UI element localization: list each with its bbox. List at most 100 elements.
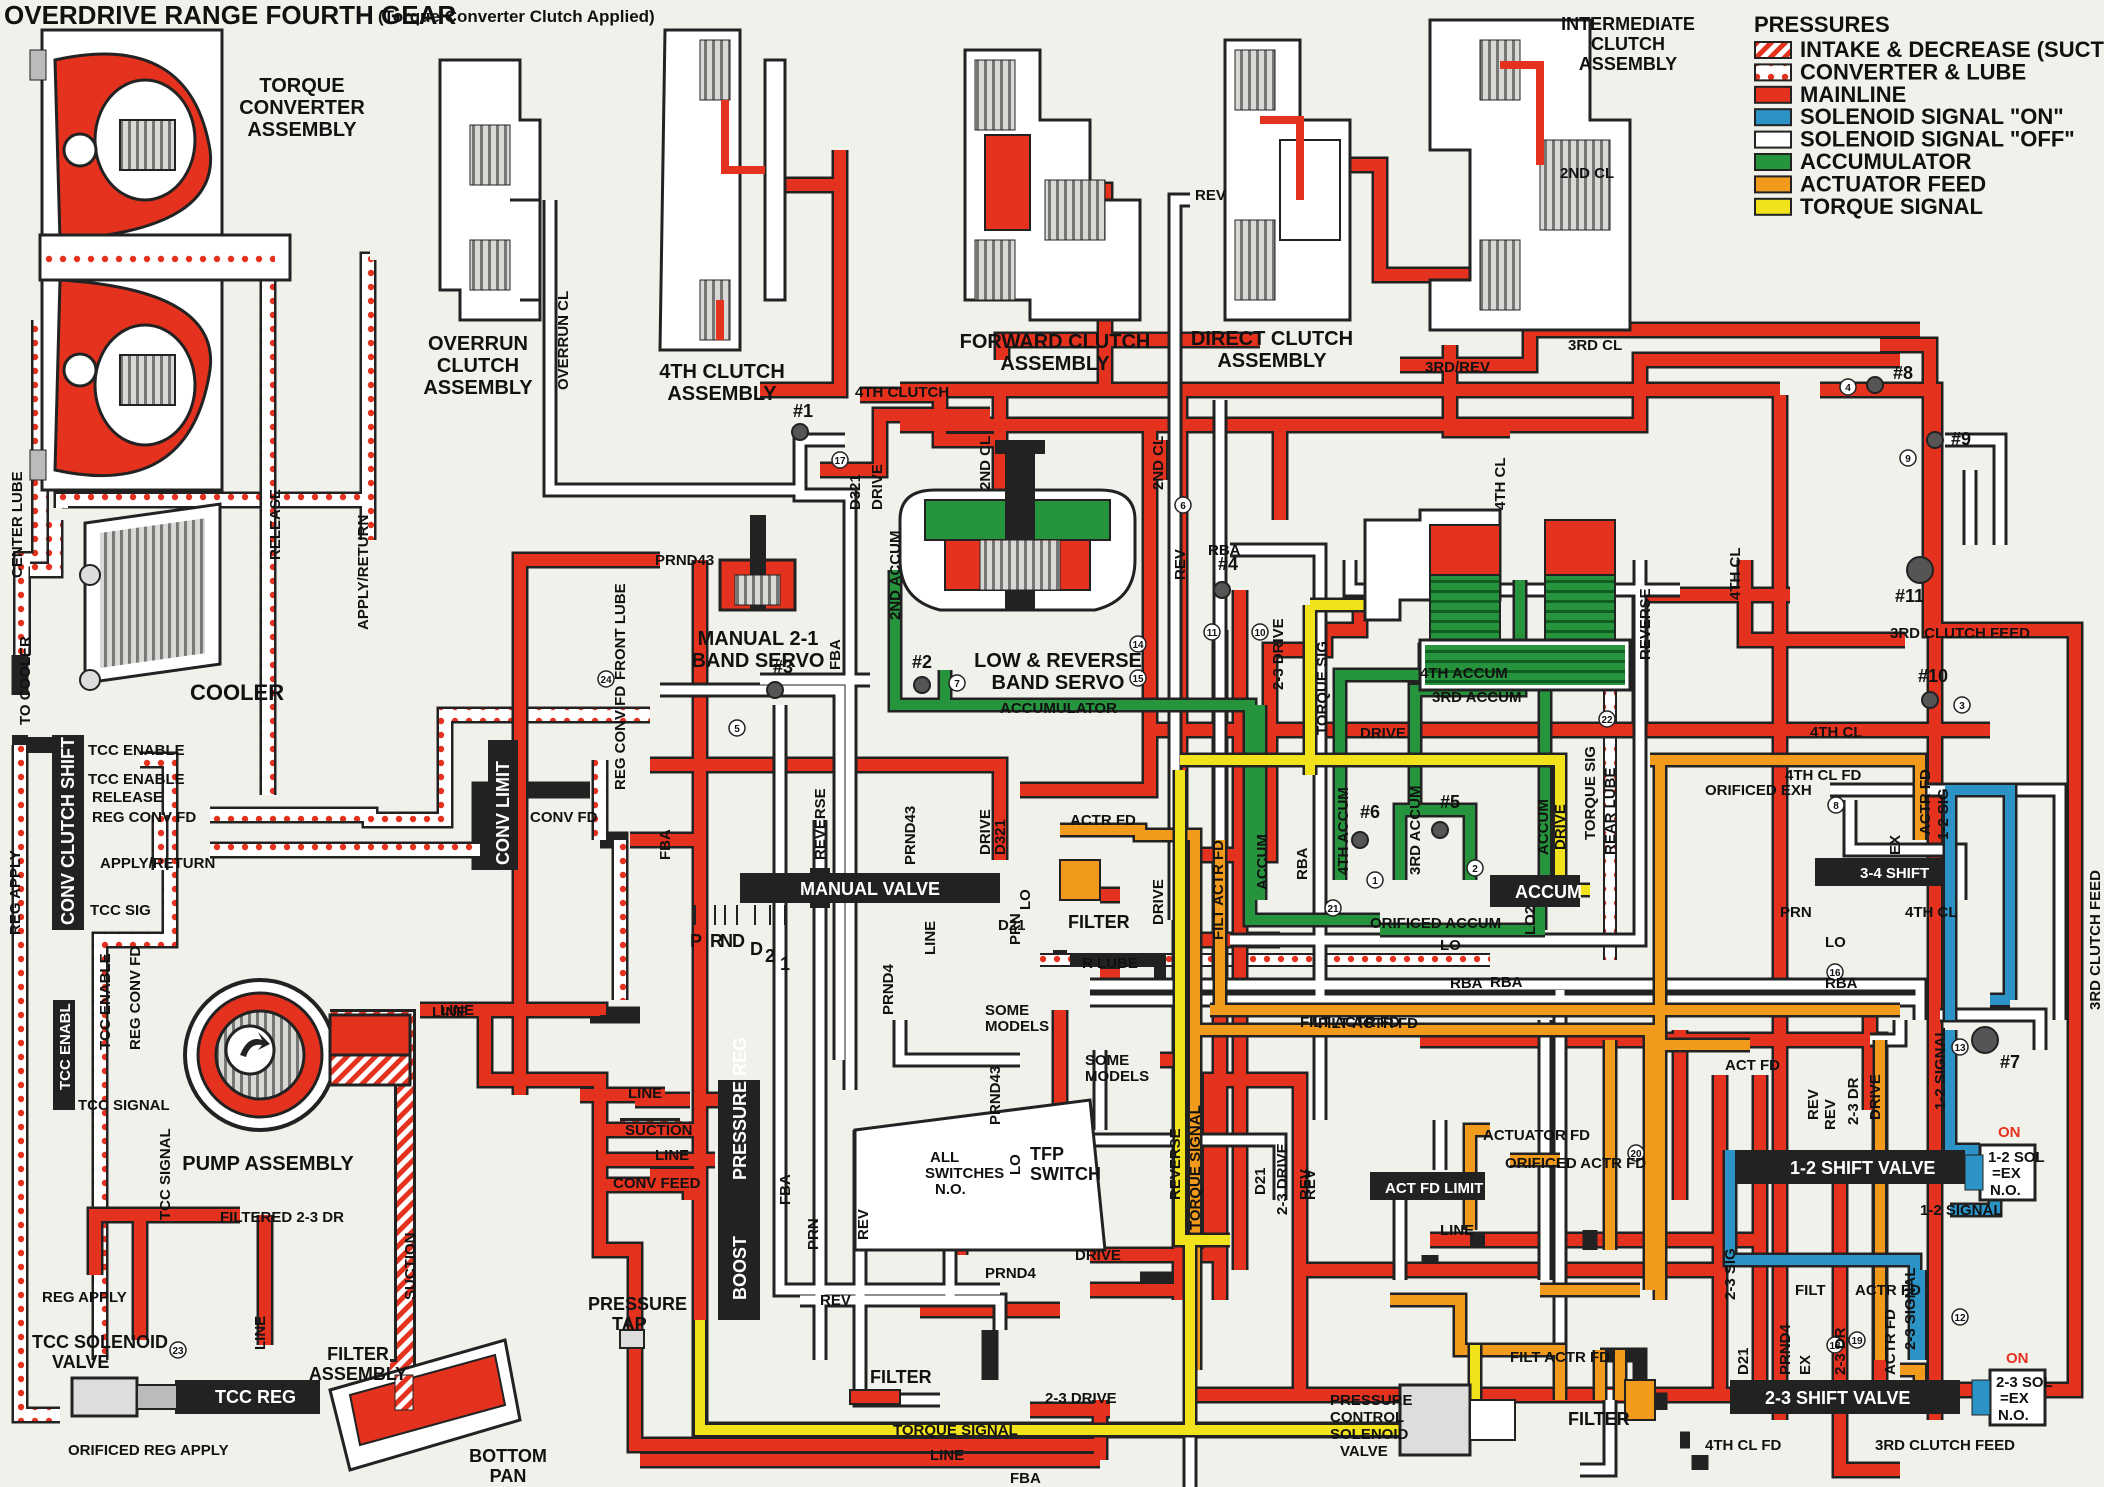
shift-position-0: P xyxy=(690,931,702,951)
accumulator-assembly xyxy=(1363,508,1632,692)
checkball-label: #11 xyxy=(1895,586,1924,606)
orifice-number: 20 xyxy=(1630,1149,1642,1160)
fourth-clutch xyxy=(658,28,787,352)
svg-text:ON: ON xyxy=(1998,1124,2021,1141)
solenoid-12: 1-2 SOL =EX N.O. ON xyxy=(1964,1124,2045,1202)
passage-label-prnd43: PRND43 xyxy=(655,552,714,569)
checkball-label: #10 xyxy=(1918,666,1948,686)
passage-label-filt-actr-fd: FILT ACTR FD xyxy=(1300,1014,1400,1031)
svg-text:1-2 SOL: 1-2 SOL xyxy=(1988,1149,2045,1166)
svg-text:PRESSURE REG: PRESSURE REG xyxy=(730,1037,750,1180)
passage-label-filt-actr-fd: FILT ACTR FD xyxy=(1318,1015,1418,1032)
legend-item: MAINLINE xyxy=(1754,82,1906,107)
passage-label-third-clutch-feed: 3RD CLUTCH FEED xyxy=(1875,1437,2015,1454)
passage-label-tcc-signal: TCC SIGNAL xyxy=(157,1128,174,1220)
passage-label-fba: FBA xyxy=(1010,1470,1041,1487)
passage-label-apply-return: APPLY/RETURN xyxy=(355,515,372,630)
passage-label-rba: RBA xyxy=(1294,847,1311,880)
orifice-icon xyxy=(1899,449,1917,467)
orifice-number: 12 xyxy=(1954,1313,1966,1324)
passage-label-third-clutch-feed: 3RD CLUTCH FEED xyxy=(2087,870,2104,1010)
orifice: 23 xyxy=(169,1341,187,1359)
svg-text:CONV LIMIT: CONV LIMIT xyxy=(493,761,513,865)
legend-swatch xyxy=(1754,197,1792,216)
passage-label-rev: REV xyxy=(1822,1099,1839,1130)
passage-label-reg-apply: REG APPLY xyxy=(42,1289,127,1306)
orifice: 5 xyxy=(728,719,746,737)
passage-label-drive: DRIVE xyxy=(1150,879,1167,925)
passage-label-orificed-reg-apply: ORIFICED REG APPLY xyxy=(68,1442,229,1459)
passage-label-actuator-fd: ACTUATOR FD xyxy=(1483,1127,1590,1144)
passage-label-fba: FBA xyxy=(777,1174,794,1205)
passage-label-accum: ACCUM xyxy=(1535,799,1552,855)
orifice-number: 11 xyxy=(1207,628,1218,639)
passage-label-rev: REV xyxy=(1297,1169,1314,1200)
orifice-number: 18 xyxy=(1829,1341,1841,1352)
filter-label-bottom: FILTER xyxy=(870,1367,932,1387)
orifice: 16 xyxy=(1826,963,1844,981)
legend-label: INTAKE & DECREASE (SUCTION) xyxy=(1800,37,2104,62)
passage-label-actr-fd: ACTR FD xyxy=(1917,769,1934,835)
shift-23-valve: 2-3 SHIFT VALVE xyxy=(1730,1380,1960,1414)
passage-label-rear-lube: REAR LUBE xyxy=(1602,767,1619,855)
legend-label: TORQUE SIGNAL xyxy=(1800,194,1983,219)
svg-text:N.O.: N.O. xyxy=(1990,1182,2021,1199)
passage-label-lo: LO xyxy=(1440,937,1461,954)
passage-label-actr-fd: ACTR FD xyxy=(1070,812,1136,829)
passage-label-line: LINE xyxy=(922,921,939,955)
passage-label-drive: DRIVE xyxy=(869,464,886,510)
orifice-icon xyxy=(1598,710,1616,728)
svg-text:TCC ENABL: TCC ENABL xyxy=(57,1003,74,1090)
orifice: 7 xyxy=(948,674,966,692)
orifice-icon xyxy=(1129,669,1147,687)
passage-label-conv-fd: CONV FD xyxy=(530,809,598,826)
passage-label-reg-conv-fd: REG CONV FD xyxy=(612,686,629,790)
checkball: #9 xyxy=(1926,429,1971,449)
pressure-control-solenoid xyxy=(1398,1383,1516,1457)
solenoid-23: 2-3 SOL =EX N.O. ON xyxy=(1971,1350,2053,1427)
passage-label-accumulator: ACCUMULATOR xyxy=(1000,700,1117,717)
tcc-reg-valve: TCC REG xyxy=(175,1380,320,1414)
legend-swatch xyxy=(1754,108,1792,127)
overrun-clutch xyxy=(438,58,542,322)
checkball-icon xyxy=(1431,821,1449,839)
legend-swatch xyxy=(1754,175,1792,194)
passage-label-sig-12: 1-2 SIG xyxy=(1935,788,1952,840)
passage-label-third-accum: 3RD ACCUM xyxy=(1432,689,1521,706)
passage-label-fourth-clutch: 4TH CLUTCH xyxy=(855,384,949,401)
orifice-icon xyxy=(1953,696,1971,714)
orifice: 19 xyxy=(1848,1331,1866,1349)
pump-assembly xyxy=(183,978,412,1132)
orifice: 4 xyxy=(1839,378,1857,396)
passage-label-release: RELEASE xyxy=(92,789,163,806)
orifice-icon xyxy=(1627,1144,1645,1162)
passage-label-drive-23: 2-3 DRIVE xyxy=(1270,618,1287,690)
legend-item: INTAKE & DECREASE (SUCTION) xyxy=(1754,37,2104,62)
orifice: 3 xyxy=(1953,696,1971,714)
passage-label-torque-signal: TORQUE SIGNAL xyxy=(893,1422,1018,1439)
legend-item: SOLENOID SIGNAL "ON" xyxy=(1754,104,2064,129)
orifice-icon xyxy=(831,451,849,469)
checkball: #4 xyxy=(1213,554,1238,599)
passage-label-reverse: REVERSE xyxy=(812,788,829,860)
orifice-number: 15 xyxy=(1132,674,1144,685)
filter-label-center: FILTER xyxy=(1068,912,1130,932)
passage-label-fourth-cl-fd: 4TH CL FD xyxy=(1705,1437,1782,1454)
checkball-label: #1 xyxy=(793,401,813,421)
orifice-icon xyxy=(169,1341,187,1359)
passage-label-release: RELEASE xyxy=(267,489,284,560)
checkball-icon xyxy=(1921,691,1939,709)
svg-text:2-3 SHIFT VALVE: 2-3 SHIFT VALVE xyxy=(1765,1388,1910,1408)
orifice-icon xyxy=(948,674,966,692)
passage-label-overrun-cl: OVERRUN CL xyxy=(555,291,572,390)
orifice-icon xyxy=(1251,623,1269,641)
forward-clutch xyxy=(963,48,1142,322)
passage-label-signal-12: 1-2 SIGNAL xyxy=(1920,1202,2003,1219)
checkball: #2 xyxy=(912,652,932,694)
legend-label: MAINLINE xyxy=(1800,82,1906,107)
